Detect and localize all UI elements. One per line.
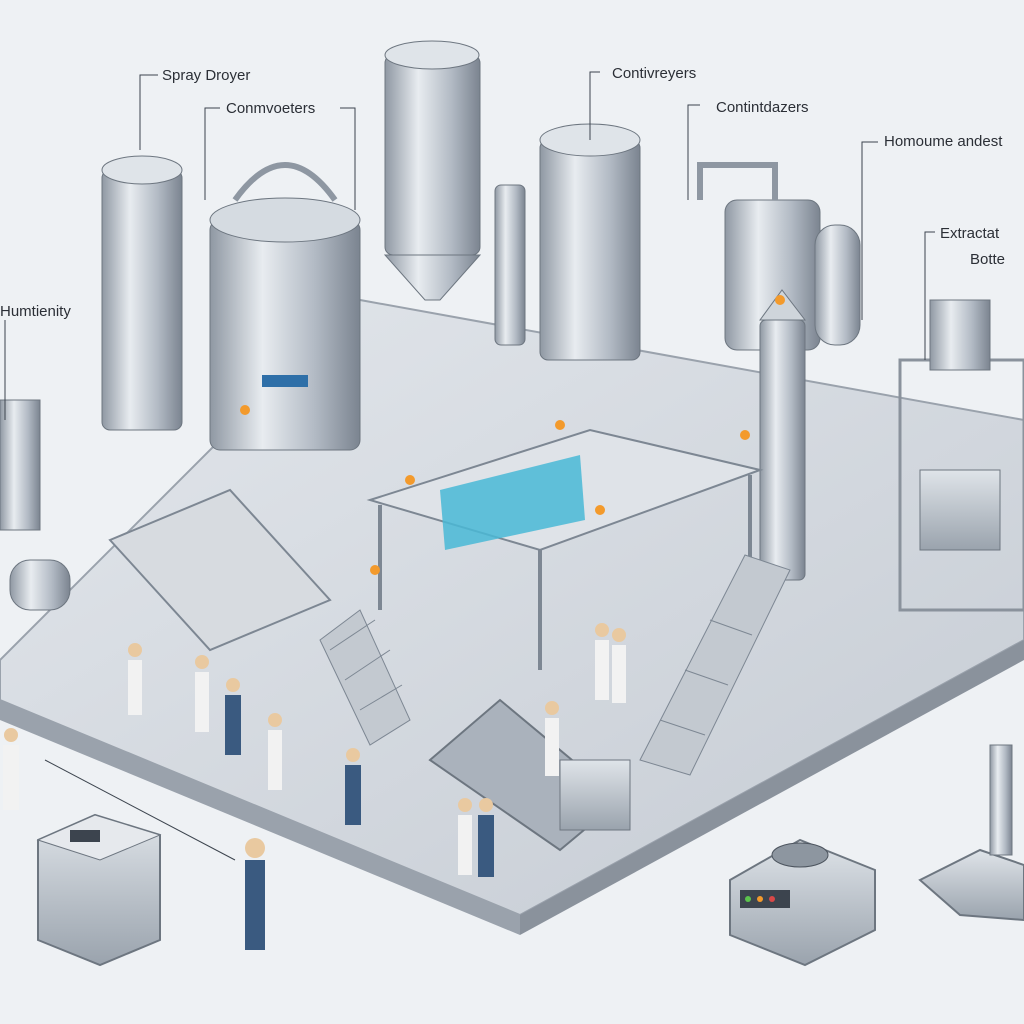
- tall-hopper-silo: [383, 40, 482, 301]
- main-dryer-silo: [209, 162, 361, 451]
- worker: [3, 728, 19, 810]
- worker: [612, 628, 626, 703]
- label-containerizers: Contintdazers: [716, 99, 809, 116]
- label-leader-lines: [4, 71, 935, 861]
- worker: [458, 798, 472, 875]
- left-walkway: [108, 488, 332, 652]
- worker: [245, 838, 265, 950]
- platform-edge-right: [520, 640, 1024, 935]
- worker: [545, 701, 559, 776]
- worker: [195, 655, 209, 732]
- mezzanine: [366, 428, 764, 670]
- platform-edge: [0, 700, 520, 935]
- spray-dryer-tank: [101, 155, 183, 431]
- label-conveyors: Conmvoeters: [226, 100, 315, 117]
- center-column: [759, 289, 807, 581]
- label-humidity: Humtienity: [0, 303, 71, 320]
- foreground-machine-right: [918, 744, 1024, 922]
- foreground-machine-left: [36, 813, 162, 967]
- worker: [268, 713, 282, 790]
- label-extraction: Extractat: [940, 225, 1000, 242]
- label-spray-dryer: Spray Droyer: [162, 67, 250, 84]
- worker: [345, 748, 361, 825]
- stairs-left: [319, 609, 411, 746]
- control-cabinet: [559, 759, 631, 831]
- worker: [128, 643, 142, 715]
- left-column: [494, 184, 526, 346]
- foreground-control-unit: [729, 838, 876, 967]
- worker: [225, 678, 241, 755]
- humidity-unit: [0, 399, 71, 611]
- label-homogenizer: Homoume andest: [884, 133, 1003, 150]
- stairs-right: [639, 554, 791, 776]
- label-bottling: Botte: [970, 251, 1005, 268]
- extraction-unit: [898, 299, 1024, 612]
- worker: [478, 798, 494, 877]
- label-continuous-conveyors: Contivreyers: [612, 65, 696, 82]
- conveyor-silo: [539, 123, 641, 361]
- worker: [595, 623, 609, 700]
